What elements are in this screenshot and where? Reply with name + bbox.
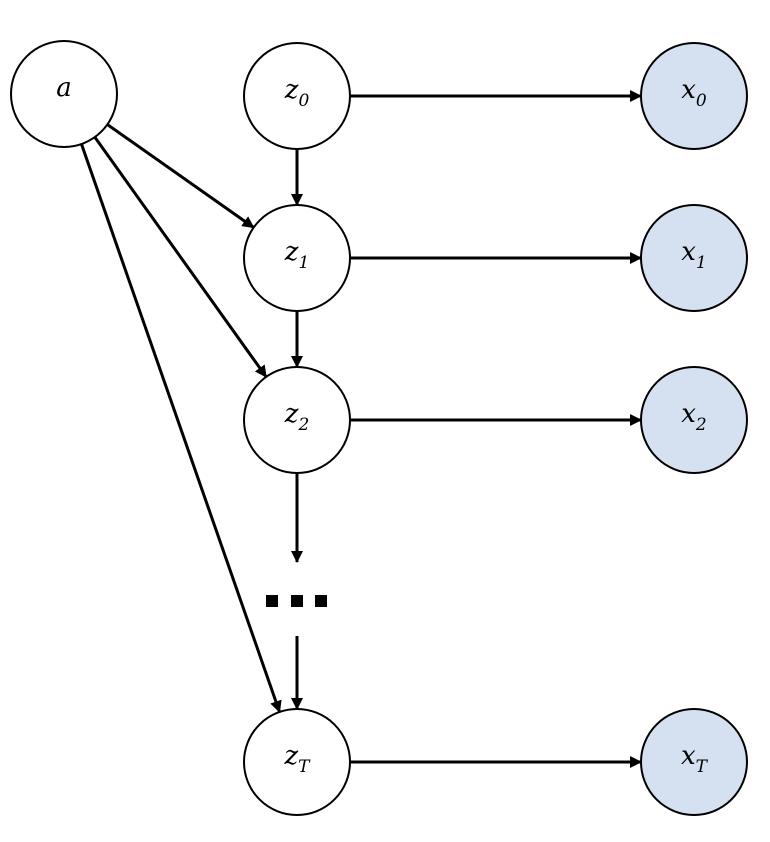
observed-node-circle (640, 366, 748, 474)
node-subscript: 0 (298, 91, 309, 111)
node-z0: z0 (243, 42, 351, 150)
node-subscript: 1 (298, 253, 309, 273)
node-z2: z2 (243, 366, 351, 474)
node-subscript: 1 (696, 253, 707, 273)
latent-node-circle (243, 366, 351, 474)
node-subscript: T (696, 757, 709, 777)
node-label-x2: x2 (681, 399, 707, 435)
node-label-z0: z0 (284, 75, 310, 111)
node-var: x (681, 741, 696, 771)
latent-node-circle (243, 708, 351, 816)
node-var: z (284, 399, 299, 429)
node-var: x (681, 75, 696, 105)
ellipsis (266, 595, 327, 607)
edges (80, 90, 642, 768)
node-z1: z1 (243, 204, 351, 312)
node-var: z (284, 75, 299, 105)
observed-node-circle (640, 204, 748, 312)
node-subscript: 2 (695, 415, 707, 435)
node-label-z2: z2 (284, 399, 310, 435)
node-var: a (56, 73, 72, 103)
node-xT: xT (640, 708, 748, 816)
node-subscript: T (298, 757, 311, 777)
edge-a-to-z1 (106, 123, 255, 229)
node-var: x (681, 399, 696, 429)
node-subscript: 0 (696, 91, 707, 111)
node-label-a: a (56, 73, 72, 103)
observed-node-circle (640, 42, 748, 150)
node-x1: x1 (640, 204, 748, 312)
node-var: z (284, 237, 299, 267)
node-label-zT: zT (283, 741, 311, 777)
node-x0: x0 (640, 42, 748, 150)
edge-a-to-z2 (93, 136, 268, 378)
node-var: x (681, 237, 696, 267)
observed-node-circle (640, 708, 748, 816)
node-subscript: 2 (297, 415, 309, 435)
ellipsis-dot (266, 595, 278, 607)
edge-a-to-zT (80, 143, 282, 713)
latent-node-circle (243, 204, 351, 312)
latent-node-circle (10, 40, 118, 148)
node-label-z1: z1 (284, 237, 310, 273)
node-x2: x2 (640, 366, 748, 474)
latent-node-circle (243, 42, 351, 150)
node-label-xT: xT (681, 741, 709, 777)
ellipsis-dot (315, 595, 327, 607)
node-label-x0: x0 (681, 75, 707, 111)
ellipsis-dot (291, 595, 303, 607)
node-label-x1: x1 (681, 237, 707, 273)
node-a: a (10, 40, 118, 148)
node-zT: zT (243, 708, 351, 816)
node-var: z (283, 741, 298, 771)
